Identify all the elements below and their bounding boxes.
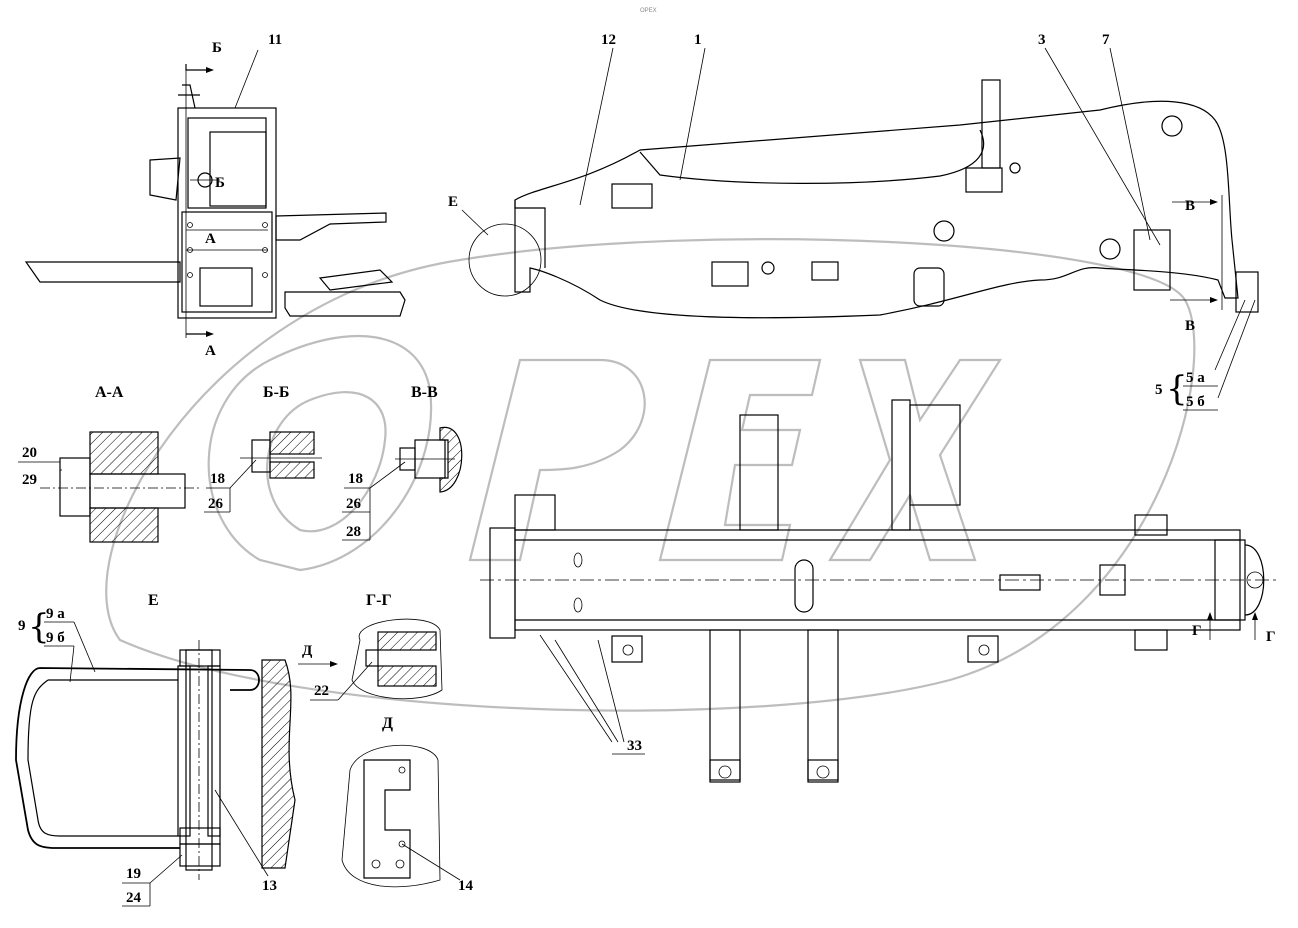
section-bb-title: Б-Б (263, 384, 289, 401)
view-mark-d-arrow: Д (302, 643, 313, 659)
view-mark-a-bottom: А (205, 343, 216, 359)
view-mark-g-left: Г (1192, 623, 1202, 639)
frame-plan-view (480, 399, 1280, 783)
callout-20: 20 (22, 445, 37, 461)
callout-18b: 18 (348, 471, 363, 487)
brace-5: { (1166, 369, 1188, 409)
callout-12: 12 (601, 32, 616, 48)
section-vv-title: В-В (411, 384, 438, 401)
callout-29: 29 (22, 472, 37, 488)
section-d-title: Д (382, 715, 393, 732)
header-mark: ОРЕХ (640, 8, 657, 14)
callout-24: 24 (126, 890, 142, 906)
bolt-holes (187, 222, 268, 278)
callout-22: 22 (314, 683, 329, 699)
section-aa (40, 431, 200, 543)
callout-9: 9 (18, 618, 26, 634)
view-d-detail (341, 744, 441, 888)
view-mark-a-top: А (205, 231, 216, 247)
view-mark-v-bottom: В (1185, 318, 1195, 334)
callout-14: 14 (458, 878, 474, 894)
view-mark-g-right: Г (1266, 629, 1276, 645)
callout-26b: 26 (346, 496, 362, 512)
callout-9b: 9 б (46, 630, 65, 646)
callout-26a: 26 (208, 496, 224, 512)
callout-3: 3 (1038, 32, 1046, 48)
callout-19: 19 (126, 866, 141, 882)
frame-side-view (468, 79, 1259, 319)
view-mark-b-top: Б (212, 40, 222, 56)
callout-13: 13 (262, 878, 277, 894)
brace-9: { (28, 607, 50, 647)
callout-18a: 18 (210, 471, 225, 487)
section-gg-title: Г-Г (366, 592, 392, 609)
view-mark-v-top: В (1185, 198, 1195, 214)
view-mark-b-mid: Б (215, 175, 225, 191)
callout-7: 7 (1102, 32, 1110, 48)
callout-5a: 5 а (1186, 370, 1205, 386)
callout-5b: 5 б (1186, 394, 1205, 410)
callout-5: 5 (1155, 382, 1163, 398)
callout-11: 11 (268, 32, 282, 48)
section-aa-title: А-А (95, 384, 124, 401)
section-e-title: Е (148, 592, 159, 609)
callout-33: 33 (627, 738, 642, 754)
section-vv (395, 426, 463, 493)
view-mark-e-circle: Е (448, 194, 458, 210)
section-bb (240, 431, 322, 479)
callout-1: 1 (694, 32, 702, 48)
callout-28: 28 (346, 524, 361, 540)
callout-9a: 9 а (46, 606, 65, 622)
section-gg (351, 618, 443, 700)
side-view-assembly (24, 49, 406, 338)
section-e-detail (15, 640, 296, 880)
